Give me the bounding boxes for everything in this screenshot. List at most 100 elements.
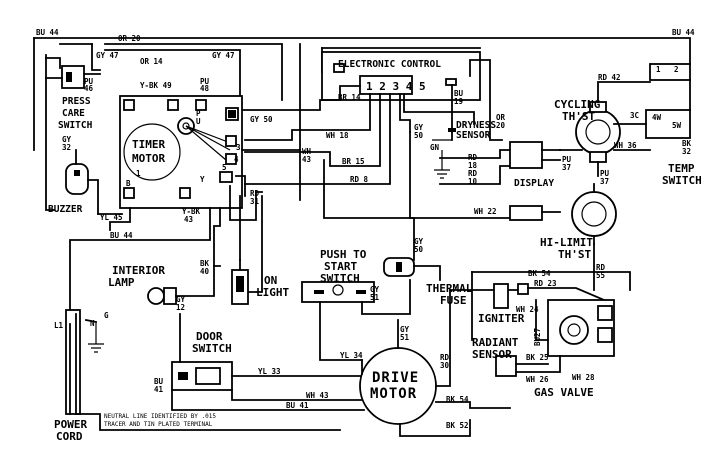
wire-label: 37 bbox=[600, 177, 609, 186]
display-label: DISPLAY bbox=[514, 178, 554, 189]
hilimit-label-2: TH'ST bbox=[558, 248, 591, 261]
wire-label: PU bbox=[84, 77, 94, 86]
thermal-fuse bbox=[383, 257, 441, 281]
drive-label: DRIVE bbox=[372, 370, 419, 386]
wire-label: BK bbox=[200, 259, 210, 268]
door-label-1: DOOR bbox=[196, 330, 223, 343]
wire-label: RD bbox=[468, 153, 478, 162]
cycling-thermostat bbox=[559, 81, 651, 177]
press-care-label-3: SWITCH bbox=[58, 120, 93, 131]
electronic-control-label: ELECTRONIC CONTROL bbox=[338, 59, 441, 70]
wire-label: BU bbox=[154, 377, 164, 386]
thermal-label-2: FUSE bbox=[440, 294, 467, 307]
terminal-label: 4 bbox=[234, 155, 239, 164]
wire-label: GY bbox=[414, 237, 424, 246]
wire-label: 50 bbox=[414, 245, 424, 254]
wire-label: WH bbox=[302, 147, 312, 156]
cycling-label-1: CYCLING bbox=[554, 98, 601, 111]
gas-valve-label: GAS VALVE bbox=[534, 386, 594, 399]
push-start-label-3: SWITCH bbox=[320, 272, 360, 285]
igniter-label: IGNITER bbox=[478, 312, 525, 325]
motor-label: MOTOR bbox=[370, 386, 417, 402]
wire-label: BK bbox=[682, 139, 692, 148]
wire-label: GY bbox=[176, 295, 186, 304]
wire-label: YL 33 bbox=[258, 367, 281, 376]
wire-label: 40 bbox=[200, 267, 210, 276]
wire-label: 51 bbox=[370, 293, 380, 302]
wire-label: 46 bbox=[84, 84, 94, 93]
timer-block bbox=[119, 95, 243, 209]
wire-label: RD bbox=[468, 169, 478, 178]
wire-label: PU bbox=[562, 155, 572, 164]
wire-label: RD 23 bbox=[534, 279, 557, 288]
press-care-label-2: CARE bbox=[62, 108, 85, 119]
on-light bbox=[231, 259, 249, 305]
terminal-label: 1 bbox=[656, 65, 661, 74]
buzzer-label: BUZZER bbox=[48, 204, 83, 215]
wire-label: GY 50 bbox=[250, 115, 273, 124]
wire-label: OR 14 bbox=[140, 57, 163, 66]
wire-label: G bbox=[104, 311, 109, 320]
wire-label: BR 15 bbox=[342, 157, 365, 166]
wire-label: 48 bbox=[200, 84, 210, 93]
wire-label: OR bbox=[496, 113, 506, 122]
door-label-2: SWITCH bbox=[192, 342, 232, 355]
wire-label: 32 bbox=[682, 147, 691, 156]
terminal-label: 3 bbox=[236, 143, 241, 152]
wire-label: GY bbox=[414, 123, 424, 132]
interior-label-1: INTERIOR bbox=[112, 264, 165, 277]
cycling-label-2: TH'ST bbox=[562, 110, 595, 123]
wire-label: WH 36 bbox=[614, 141, 637, 150]
wire-label: BU 44 bbox=[672, 28, 695, 37]
wire-label: WH 43 bbox=[306, 391, 329, 400]
gas-valve-assembly bbox=[471, 271, 631, 377]
wire-label: 18 bbox=[468, 161, 478, 170]
temp-switch bbox=[613, 63, 691, 139]
terminal-label: 3C bbox=[630, 111, 639, 120]
drive-motor bbox=[359, 289, 521, 437]
wire-label: GY bbox=[62, 135, 72, 144]
wire-label: 31 bbox=[250, 197, 260, 206]
power-cord bbox=[65, 309, 341, 431]
wire-labels: BU 44 BU 44 OR 20 GY 47 GY 47 OR 14 PU 4… bbox=[36, 28, 695, 430]
wire-label: PU bbox=[200, 77, 210, 86]
control-pin-numbers: 1 2 3 4 5 bbox=[366, 80, 426, 93]
hilimit-label-1: HI-LIMIT bbox=[540, 236, 593, 249]
dryness-label-2: SENSOR bbox=[456, 130, 491, 141]
door-switch bbox=[171, 313, 365, 411]
buzzer bbox=[65, 149, 99, 215]
wire-label: 41 bbox=[154, 385, 164, 394]
wire-label: N bbox=[90, 319, 95, 328]
wire-label: BK 54 bbox=[528, 269, 551, 278]
interior-label-2: LAMP bbox=[108, 276, 135, 289]
wire-label: RD bbox=[596, 263, 606, 272]
temp-label-2: SWITCH bbox=[662, 174, 702, 187]
wire-label: GY 47 bbox=[212, 51, 235, 60]
terminal-label: 5W bbox=[672, 121, 682, 130]
wire-label: RD 42 bbox=[598, 73, 621, 82]
wire-label: 37 bbox=[562, 163, 571, 172]
wire-label: 10 bbox=[468, 177, 478, 186]
wire-label: 30 bbox=[440, 361, 450, 370]
wire-label: RD bbox=[440, 353, 450, 362]
power-label-1: POWER bbox=[54, 418, 87, 431]
power-label-2: CORD bbox=[56, 430, 83, 443]
wire-label: L1 bbox=[54, 321, 64, 330]
wire-label: BU 41 bbox=[286, 401, 309, 410]
wire-label: GY 47 bbox=[96, 51, 119, 60]
radiant-label-1: RADIANT bbox=[472, 336, 519, 349]
timer-label: TIMER bbox=[132, 138, 165, 151]
wire-label: 19 bbox=[454, 97, 464, 106]
thermal-label-1: THERMAL bbox=[426, 282, 473, 295]
wire-label: YL 45 bbox=[100, 213, 123, 222]
dryness-sensor bbox=[432, 128, 456, 179]
on-light-label-2: LIGHT bbox=[256, 286, 289, 299]
wire-label: GY bbox=[400, 325, 410, 334]
terminal-label: Y bbox=[200, 175, 205, 184]
terminal-label: 1 bbox=[136, 169, 141, 178]
wire-label: BR 14 bbox=[338, 93, 361, 102]
display-connector bbox=[509, 141, 561, 221]
hi-limit-thermostat bbox=[571, 183, 617, 291]
